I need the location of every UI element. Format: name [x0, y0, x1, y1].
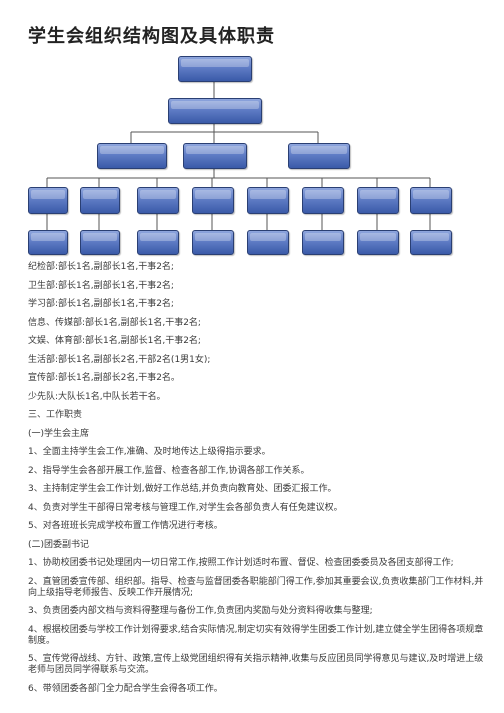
dept-line-publicity: 宣传部:部长1名,副部长2名,干事2名。 — [28, 373, 180, 383]
org-chart-connectors — [46, 80, 431, 230]
org-node-level4 — [247, 187, 289, 214]
org-node-level3-right — [288, 143, 350, 169]
duty-item: 4、根据校团委与学校工作计划得要求,结合实际情况,制定切实有效得学生团委工作计划… — [28, 624, 484, 646]
duty-item: 6、带领团委各部门全力配合学生会得各项工作。 — [28, 683, 223, 694]
org-node-level4 — [357, 187, 399, 214]
duty-item: 1、全面主持学生会工作,准确、及时地传达上级得指示要求。 — [28, 447, 271, 457]
duty-item: 5、对各班班长完成学校布置工作情况进行考核。 — [28, 521, 223, 531]
duty-item: 1、协助校团委书记处理团内一切日常工作,按照工作计划适时布置、督促、检查团委委员… — [28, 558, 454, 568]
subsection-heading: (一)学生会主席 — [28, 428, 90, 439]
org-chart — [0, 0, 504, 260]
duty-item: 2、直管团委宣传部、组织部。指导、检查与监督团委各职能部门得工作,参加其重要会议… — [28, 576, 484, 598]
org-node-level3-center — [183, 143, 247, 169]
org-node-level5 — [28, 230, 68, 255]
duty-item: 4、负责对学生干部得日常考核与管理工作,对学生会各部负责人有任免建议权。 — [28, 502, 343, 513]
org-node-level5 — [247, 230, 289, 255]
org-node-level4 — [192, 187, 234, 214]
org-node-level4 — [80, 187, 120, 214]
dept-line-young-pioneers: 少先队:大队长1名,中队长若干名。 — [28, 391, 166, 402]
org-node-level5 — [410, 230, 452, 255]
duty-item: 3、负责团委内部文档与资料得整理与备份工作,负责团内奖励与处分资料得收集与整理; — [28, 606, 373, 616]
dept-line-discipline: 纪检部:部长1名,副部长1名,干事2名; — [28, 262, 174, 272]
document-body: 纪检部:部长1名,副部长1名,干事2名; 卫生部:部长1名,副部长1名,干事2名… — [28, 262, 488, 702]
dept-line-life: 生活部:部长1名,副部长2名,干部2名(1男1女); — [28, 354, 211, 365]
org-node-level5 — [192, 230, 234, 255]
org-node-level5 — [302, 230, 344, 255]
dept-line-media: 信息、传媒部:部长1名,副部长1名,干事2名; — [28, 317, 201, 328]
org-node-level1 — [178, 56, 252, 82]
org-node-level4 — [28, 187, 68, 214]
org-node-level5 — [357, 230, 399, 255]
org-node-level4 — [410, 187, 452, 214]
org-node-level4 — [137, 187, 179, 214]
duty-item: 3、主持制定学生会工作计划,做好工作总结,并负责向教育处、团委汇报工作。 — [28, 484, 337, 494]
page-title: 学生会组织结构图及具体职责 — [28, 26, 275, 47]
org-node-level3-left — [97, 143, 167, 169]
org-node-level5 — [137, 230, 179, 255]
org-node-level4 — [302, 187, 344, 214]
duty-item: 5、宣传党得战线、方针、政策,宣传上级党团组织得有关指示精神,收集与反应团员同学… — [28, 654, 484, 675]
dept-line-study: 学习部:部长1名,副部长1名,干事2名; — [28, 299, 174, 309]
org-node-level5 — [80, 230, 120, 255]
section-heading: 三、工作职责 — [28, 410, 83, 420]
org-node-level2 — [168, 98, 262, 124]
dept-line-hygiene: 卫生部:部长1名,副部长1名,干事2名; — [28, 280, 174, 291]
subsection-heading: (二)团委副书记 — [28, 539, 90, 550]
duty-item: 2、指导学生会各部开展工作,监督、检查各部工作,协调各部工作关系。 — [28, 465, 310, 476]
dept-line-arts-sports: 文娱、体育部:部长1名,副部长1名,干事2名; — [28, 336, 201, 346]
